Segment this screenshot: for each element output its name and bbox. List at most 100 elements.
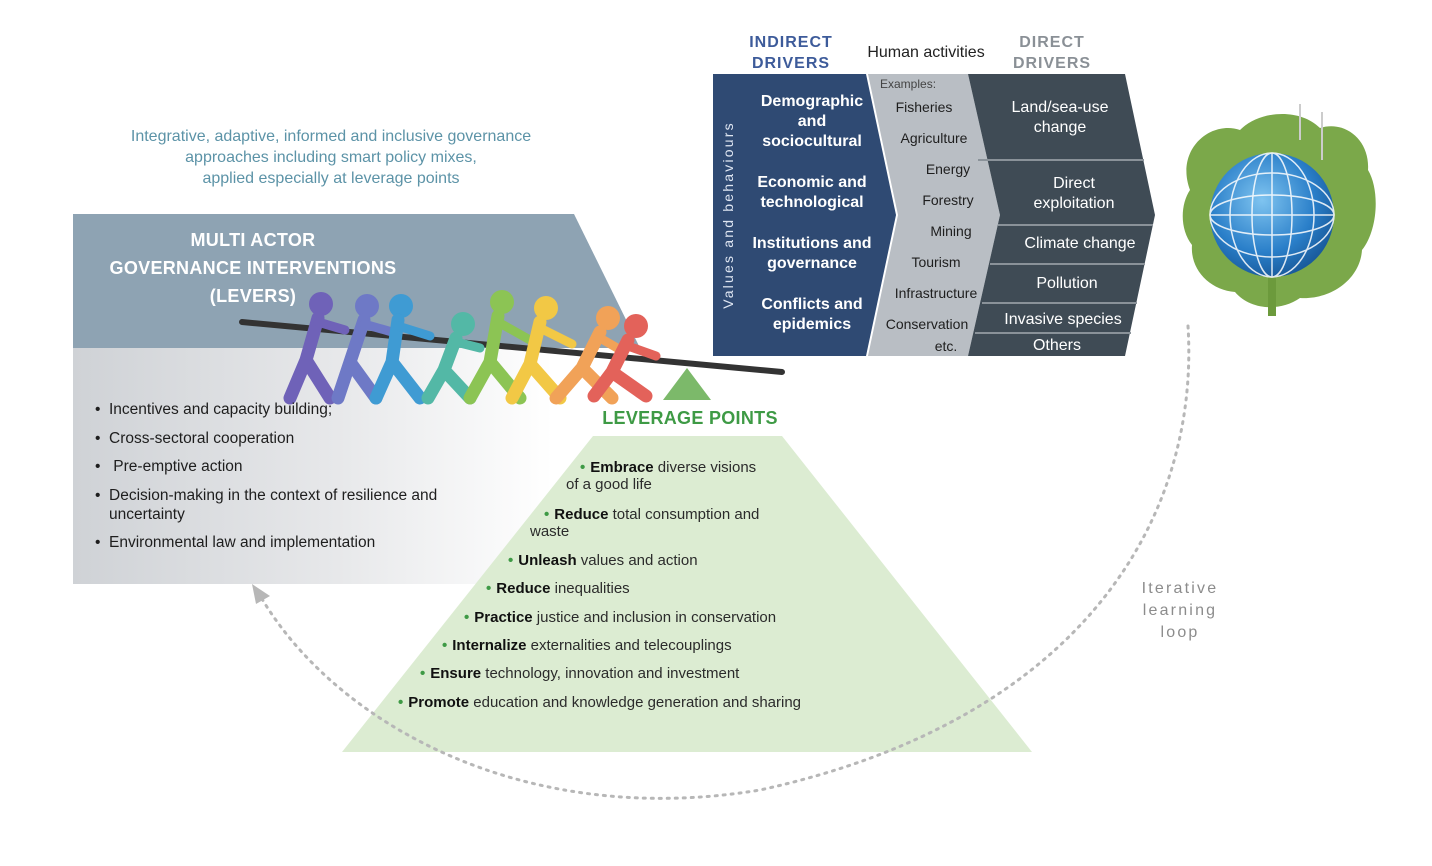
- heading-line: DIRECT: [1019, 34, 1085, 51]
- caption-line: Integrative, adaptive, informed and incl…: [130, 128, 532, 145]
- loop-label-line: learning: [1142, 602, 1218, 619]
- driver-line: exploitation: [1033, 195, 1115, 212]
- governance-approach-caption: Integrative, adaptive, informed and incl…: [96, 126, 566, 189]
- learning-loop-arc: [256, 324, 1191, 800]
- human-activity: Fisheries: [895, 99, 953, 115]
- bullet-dot: •: [508, 552, 514, 569]
- leverage-point-verb: Practice: [474, 609, 533, 626]
- human-activity: Forestry: [922, 192, 974, 208]
- direct-drivers-block: [968, 74, 1155, 356]
- driver-line: change: [1033, 119, 1087, 136]
- loop-label-line: loop: [1160, 624, 1200, 641]
- loop-label-line: Iterative: [1141, 580, 1219, 597]
- human-activities-heading: Human activities: [867, 44, 985, 61]
- direct-drivers-heading: DIRECT DRIVERS: [990, 32, 1114, 74]
- leverage-point-item: •Reduce total consumption and waste: [530, 506, 760, 540]
- leverage-point-text-line2: of a good life: [566, 476, 652, 493]
- driver-line: sociocultural: [762, 133, 862, 150]
- leverage-point-verb: Internalize: [452, 637, 527, 654]
- globe-icon: [1182, 104, 1376, 316]
- leverage-point-text: total consumption and: [608, 506, 760, 523]
- indirect-drivers-block: [713, 74, 896, 356]
- leverage-points-title: LEVERAGE POINTS: [602, 408, 778, 428]
- lever-item: Incentives and capacity building;: [95, 400, 525, 419]
- leverage-point-text: education and knowledge generation and s…: [469, 694, 802, 711]
- indirect-driver: Conflicts and epidemics: [740, 295, 884, 335]
- leverage-point-verb: Reduce: [496, 580, 551, 597]
- human-activity: etc.: [934, 338, 958, 354]
- human-activity: Energy: [925, 161, 971, 177]
- human-activity: Infrastructure: [894, 285, 978, 301]
- lever-item: Environmental law and implementation: [95, 533, 525, 552]
- direct-driver: Land/sea-use change: [980, 98, 1140, 138]
- indirect-drivers-heading: INDIRECT DRIVERS: [728, 32, 854, 74]
- figure-red: [587, 314, 661, 403]
- caption-line: applied especially at leverage points: [202, 170, 460, 187]
- human-activity: Agriculture: [900, 130, 968, 146]
- heading-line: INDIRECT: [749, 34, 833, 51]
- figure-indigo: [331, 294, 397, 405]
- driver-line: governance: [767, 255, 857, 272]
- leverage-point-item: •Ensure technology, innovation and inves…: [420, 665, 739, 682]
- leverage-point-item: •Promote education and knowledge generat…: [398, 694, 801, 711]
- leverage-point-text: externalities and telecouplings: [526, 637, 732, 654]
- direct-driver: Direct exploitation: [994, 174, 1154, 214]
- human-activity: Mining: [930, 223, 972, 239]
- bullet-dot: •: [420, 665, 426, 682]
- indirect-driver: Economic and technological: [740, 173, 884, 213]
- leverage-point-text-line2: waste: [530, 523, 570, 540]
- indirect-driver: Demographic and sociocultural: [740, 92, 884, 152]
- driver-line: and: [797, 113, 827, 130]
- driver-line: technological: [760, 194, 864, 211]
- leverage-point-verb: Embrace: [590, 459, 654, 476]
- direct-driver-dividers: [975, 159, 1153, 334]
- governance-title: MULTI ACTOR GOVERNANCE INTERVENTIONS (LE…: [78, 226, 428, 310]
- leverage-point-text: justice and inclusion in conservation: [532, 609, 777, 626]
- fulcrum-triangle: [663, 368, 711, 400]
- driver-line: Demographic: [760, 93, 864, 110]
- heading-line: DRIVERS: [1012, 55, 1092, 72]
- bullet-dot: •: [544, 506, 550, 523]
- governance-title-line: MULTI ACTOR: [190, 230, 316, 250]
- human-activity: Tourism: [911, 254, 961, 270]
- heading-line: DRIVERS: [751, 55, 831, 72]
- indirect-driver: Institutions and governance: [740, 234, 884, 274]
- lever-item: Decision-making in the context of resili…: [95, 486, 489, 524]
- leverage-point-text: inequalities: [550, 580, 630, 597]
- direct-driver: Invasive species: [983, 310, 1143, 330]
- driver-line: Direct: [1053, 175, 1095, 192]
- direct-driver: Climate change: [1000, 234, 1160, 254]
- leverage-point-verb: Ensure: [430, 665, 482, 682]
- human-activity: Conservation: [885, 316, 969, 332]
- leverage-point-item: •Practice justice and inclusion in conse…: [464, 609, 776, 626]
- driver-line: Invasive species: [1004, 311, 1122, 328]
- bullet-dot: •: [486, 580, 492, 597]
- leverage-point-text: diverse visions: [653, 459, 757, 476]
- lever-item: Cross-sectoral cooperation: [95, 429, 525, 448]
- direct-driver: Others: [977, 336, 1137, 356]
- governance-title-line: GOVERNANCE INTERVENTIONS: [109, 258, 397, 278]
- driver-line: Land/sea-use: [1011, 99, 1109, 116]
- figure-blue: [369, 294, 435, 405]
- examples-label: Examples:: [880, 77, 937, 91]
- tug-of-war-figures: [283, 290, 661, 405]
- leverage-point-verb: Reduce: [554, 506, 609, 523]
- bullet-dot: •: [398, 694, 404, 711]
- leverage-point-verb: Promote: [408, 694, 470, 711]
- figure-purple: [283, 292, 350, 405]
- driver-line: Others: [1032, 337, 1081, 354]
- driver-line: Conflicts and: [761, 296, 863, 313]
- driver-line: epidemics: [772, 316, 852, 333]
- levers-list: Incentives and capacity building; Cross-…: [95, 400, 525, 562]
- driver-line: Pollution: [1036, 275, 1098, 292]
- figure-orange: [549, 306, 629, 405]
- leverage-point-item: •Unleash values and action: [508, 552, 698, 569]
- values-and-behaviours-label: Values and behaviours: [720, 121, 736, 309]
- iterative-learning-loop-label: Iterative learning loop: [1120, 578, 1240, 644]
- bullet-dot: •: [442, 637, 448, 654]
- leverage-point-item: •Embrace diverse visions of a good life: [566, 459, 757, 493]
- learning-loop-arrowhead: [252, 584, 270, 604]
- leverage-point-text: values and action: [576, 552, 698, 569]
- leverage-point-item: •Reduce inequalities: [486, 580, 630, 597]
